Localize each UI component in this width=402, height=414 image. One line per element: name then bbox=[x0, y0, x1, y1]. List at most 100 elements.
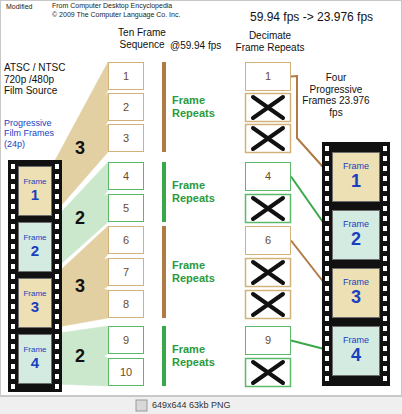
diagram-title: 59.94 fps -> 23.976 fps bbox=[250, 11, 373, 25]
sprocket-holes bbox=[11, 146, 387, 389]
sprocket-hole bbox=[325, 306, 329, 311]
dropped-frames bbox=[246, 94, 291, 387]
frame-number: 7 bbox=[123, 266, 129, 278]
sprocket-hole bbox=[383, 186, 387, 191]
sprocket-hole bbox=[11, 344, 15, 349]
sprocket-hole bbox=[11, 234, 15, 239]
sprocket-hole bbox=[55, 294, 59, 299]
frame-number: 2 bbox=[123, 101, 129, 113]
frame-number: 2 bbox=[351, 230, 361, 250]
sprocket-hole bbox=[325, 146, 329, 151]
sprocket-hole bbox=[55, 234, 59, 239]
sprocket-hole bbox=[55, 204, 59, 209]
dropped-frame-box bbox=[246, 259, 291, 287]
frame-number: 4 bbox=[123, 170, 129, 182]
sprocket-hole bbox=[11, 224, 15, 229]
sprocket-hole bbox=[325, 356, 329, 361]
frame-number: 8 bbox=[123, 298, 129, 310]
frame-caption: Frame bbox=[343, 220, 369, 230]
sprocket-hole bbox=[11, 244, 15, 249]
sprocket-hole bbox=[325, 316, 329, 321]
frame-number: 4 bbox=[31, 355, 39, 372]
copyright-note: © 2009 The Computer Language Co. Inc. bbox=[52, 11, 180, 19]
repeat-note: Frame Repeats bbox=[172, 94, 230, 119]
rate-note: @59.94 fps bbox=[170, 40, 221, 52]
film-frame: Frame4 bbox=[332, 326, 380, 376]
sprocket-hole bbox=[11, 214, 15, 219]
sprocket-hole bbox=[55, 254, 59, 259]
sprocket-hole bbox=[55, 314, 59, 319]
film-strip bbox=[8, 160, 62, 392]
sprocket-hole bbox=[11, 274, 15, 279]
frame-box: 4 bbox=[245, 162, 291, 191]
sprocket-hole bbox=[383, 326, 387, 331]
sprocket-hole bbox=[325, 326, 329, 331]
cadence-number: 3 bbox=[72, 138, 88, 159]
frame-box: 9 bbox=[245, 326, 291, 355]
sprocket-hole bbox=[11, 194, 15, 199]
sprocket-hole bbox=[325, 346, 329, 351]
sprocket-hole bbox=[383, 206, 387, 211]
frame-number: 9 bbox=[123, 334, 129, 346]
frame-box: 8 bbox=[108, 290, 144, 318]
frame-number: 3 bbox=[31, 299, 39, 316]
dropped-frame-box bbox=[246, 291, 291, 319]
cross-mark bbox=[253, 128, 283, 149]
sprocket-hole bbox=[11, 284, 15, 289]
sprocket-hole bbox=[383, 296, 387, 301]
sprocket-hole bbox=[383, 286, 387, 291]
cadence-number: 3 bbox=[72, 276, 88, 297]
film-frame: Frame3 bbox=[18, 278, 52, 328]
frame-box: 1 bbox=[245, 62, 291, 91]
column-heading: Decimate Frame Repeats bbox=[234, 30, 306, 53]
repeat-note: Frame Repeats bbox=[172, 343, 230, 368]
frame-number: 6 bbox=[123, 234, 129, 246]
sprocket-hole bbox=[55, 364, 59, 369]
sprocket-hole bbox=[325, 276, 329, 281]
sprocket-hole bbox=[55, 354, 59, 359]
sprocket-hole bbox=[383, 376, 387, 381]
sprocket-hole bbox=[55, 194, 59, 199]
sprocket-hole bbox=[11, 184, 15, 189]
sprocket-hole bbox=[55, 384, 59, 389]
sprocket-hole bbox=[383, 216, 387, 221]
column-heading: Ten Frame Sequence bbox=[114, 27, 170, 50]
sprocket-hole bbox=[325, 236, 329, 241]
cross-mark bbox=[253, 198, 283, 219]
cross-mark bbox=[253, 362, 283, 383]
film-strip bbox=[322, 142, 390, 386]
frame-caption: Frame bbox=[343, 278, 369, 288]
sprocket-hole bbox=[325, 336, 329, 341]
sprocket-hole bbox=[55, 374, 59, 379]
caption-bar bbox=[0, 397, 402, 414]
frame-caption: Frame bbox=[23, 178, 46, 187]
sprocket-hole bbox=[325, 296, 329, 301]
film-frame: Frame1 bbox=[332, 152, 380, 202]
output-heading: Four Progressive Frames 23.976 fps bbox=[302, 72, 370, 118]
sprocket-hole bbox=[325, 176, 329, 181]
caption-rule bbox=[0, 396, 402, 397]
frame-number: 3 bbox=[123, 132, 129, 144]
source-note: From Computer Desktop Encyclopedia bbox=[52, 2, 172, 10]
sprocket-hole bbox=[55, 174, 59, 179]
film-heading: Progressive Film Frames (24p) bbox=[4, 118, 58, 149]
frame-caption: Frame bbox=[343, 336, 369, 346]
sprocket-hole bbox=[383, 316, 387, 321]
frame-box: 6 bbox=[108, 226, 144, 254]
film-frame: Frame1 bbox=[18, 166, 52, 216]
repeat-note: Frame Repeats bbox=[172, 259, 230, 284]
sprocket-hole bbox=[325, 376, 329, 381]
dropped-frame-box bbox=[246, 195, 291, 223]
film-frame: Frame2 bbox=[332, 210, 380, 260]
cross-mark bbox=[253, 97, 283, 118]
sprocket-hole bbox=[383, 266, 387, 271]
sprocket-hole bbox=[55, 304, 59, 309]
film-frame: Frame4 bbox=[18, 334, 52, 384]
sprocket-hole bbox=[383, 176, 387, 181]
source-heading: ATSC / NTSC 720p /480p Film Source bbox=[4, 62, 70, 97]
frame-number: 10 bbox=[120, 366, 132, 378]
sprocket-hole bbox=[325, 246, 329, 251]
dropped-frame-box bbox=[246, 359, 291, 387]
frame-box: 6 bbox=[245, 226, 291, 255]
frame-number: 1 bbox=[31, 187, 39, 204]
